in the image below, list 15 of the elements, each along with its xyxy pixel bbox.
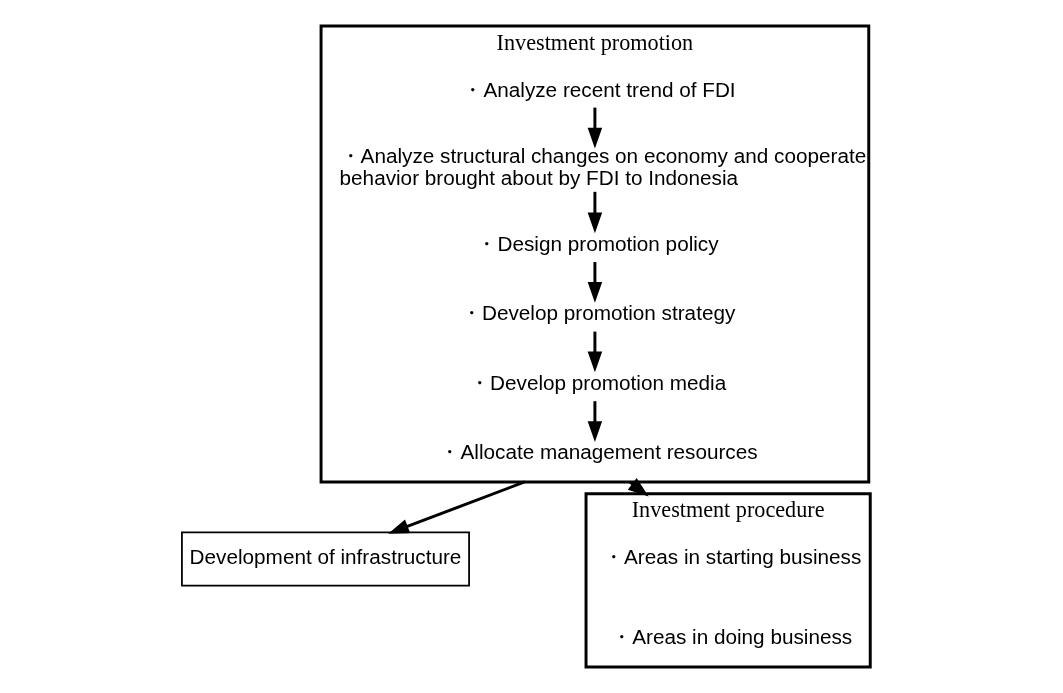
arrow [587, 107, 602, 149]
arrow [587, 331, 602, 373]
arrow [387, 480, 525, 534]
arrow [587, 191, 602, 234]
node-text: ・Design promotion policy [475, 231, 719, 255]
node-box: Development of infrastructure [180, 531, 470, 587]
node-text: ・Allocate management resources [438, 440, 758, 464]
node-text: ・Develop promotion media [468, 370, 726, 394]
node-text: ・Areas in doing business [610, 625, 852, 649]
node-text: ・Develop promotion strategy [460, 301, 735, 325]
node-text: ・Analyze recent trend of FDI [461, 77, 736, 101]
arrow [587, 401, 602, 442]
node-text: ・Analyze structural changes on economy and cooperate behavior brought about by FDI to Indonesia [339, 143, 866, 189]
arrow [587, 262, 602, 303]
node-text: ・Areas in starting business [602, 545, 861, 569]
